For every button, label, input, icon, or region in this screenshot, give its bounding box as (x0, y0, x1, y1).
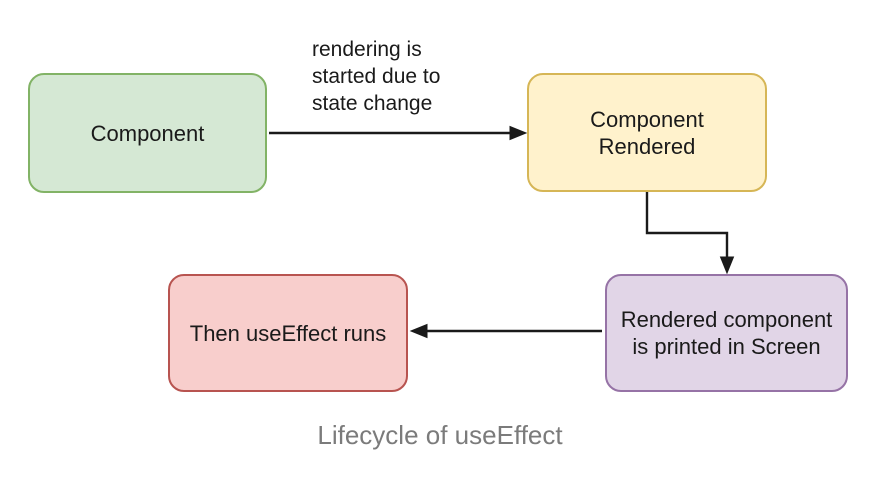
node-rendered-printed: Rendered component is printed in Screen (605, 274, 848, 392)
edge-label-render-start: rendering is started due to state change (312, 38, 441, 115)
node-component-rendered-label: Component Rendered (590, 106, 704, 159)
node-component-rendered: Component Rendered (527, 73, 767, 192)
arrow-to-screen (645, 192, 735, 275)
node-component: Component (28, 73, 267, 193)
arrow-render-start (269, 125, 528, 141)
diagram-caption: Lifecycle of useEffect (317, 420, 563, 450)
node-component-label: Component (90, 120, 205, 146)
node-useeffect-runs: Then useEffect runs (168, 274, 408, 392)
node-useeffect-runs-label: Then useEffect runs (189, 320, 387, 346)
arrow-to-useeffect (409, 323, 602, 339)
node-rendered-printed-label: Rendered component is printed in Screen (620, 307, 833, 359)
